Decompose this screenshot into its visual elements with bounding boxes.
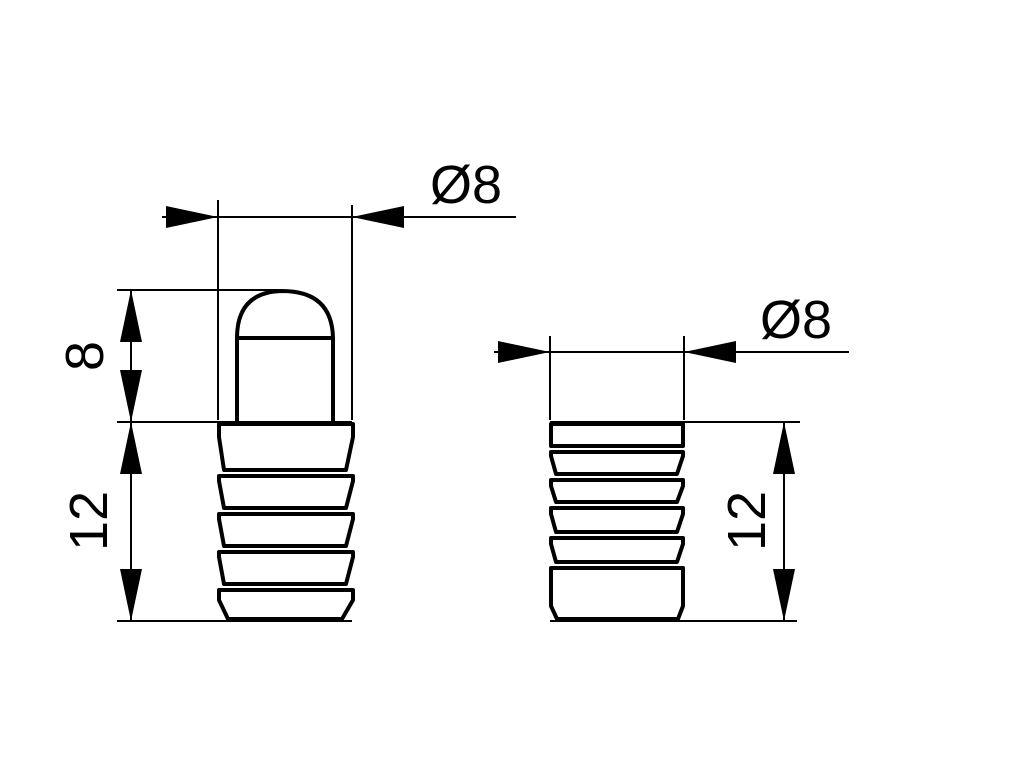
left-cap-height-label: 8	[55, 341, 115, 371]
left-cap-outline	[235, 289, 335, 424]
left-cap-height-dimension: 8	[55, 290, 142, 422]
right-part: Ø8 12	[494, 290, 849, 622]
right-body-height-dimension: 12	[717, 422, 795, 621]
left-diameter-label: Ø8	[430, 155, 502, 215]
left-diameter-dimension: Ø8	[162, 155, 516, 228]
right-body-height-label: 12	[717, 491, 777, 551]
left-body-height-dimension: 12	[59, 422, 142, 621]
right-diameter-dimension: Ø8	[494, 290, 849, 363]
left-ribbed-body	[217, 422, 355, 621]
left-body-height-label: 12	[59, 491, 119, 551]
right-diameter-label: Ø8	[760, 290, 832, 350]
left-part: Ø8 8 12	[55, 155, 516, 622]
right-ribbed-body	[549, 422, 685, 621]
